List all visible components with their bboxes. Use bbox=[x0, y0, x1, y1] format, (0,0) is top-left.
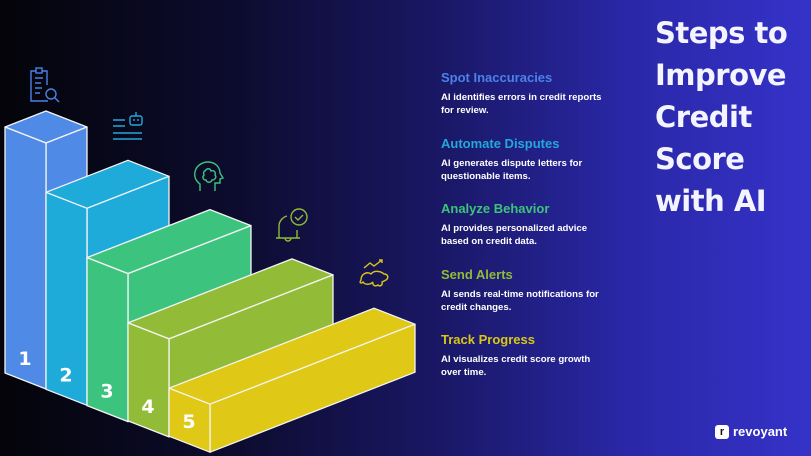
step-number: 5 bbox=[182, 411, 195, 433]
step-block-5: 5 bbox=[168, 307, 416, 453]
clipboard-search-icon bbox=[30, 67, 60, 103]
step-item-1: Spot Inaccuracies AI identifies errors i… bbox=[441, 70, 611, 136]
step-front-face bbox=[127, 322, 170, 438]
title-line: Credit bbox=[655, 100, 752, 134]
step-description: AI visualizes credit score growth over t… bbox=[441, 354, 591, 378]
page-title: Steps to Improve Credit Score with AI bbox=[655, 12, 788, 222]
step-number: 3 bbox=[100, 381, 113, 403]
logo-text: revoyant bbox=[733, 424, 788, 439]
brain-head-icon bbox=[194, 161, 225, 191]
robot-document-icon bbox=[113, 112, 143, 140]
step-title: Automate Disputes bbox=[441, 135, 560, 151]
step-title: Send Alerts bbox=[441, 266, 513, 282]
step-item-3: Analyze Behavior AI provides personalize… bbox=[441, 201, 611, 267]
title-line: Score bbox=[655, 142, 745, 176]
step-number: 2 bbox=[59, 364, 72, 386]
step-number: 4 bbox=[141, 396, 154, 418]
logo-mark-icon: r bbox=[715, 424, 729, 439]
steps-list: Spot Inaccuracies AI identifies errors i… bbox=[441, 70, 611, 398]
step-description: AI generates dispute letters for questio… bbox=[441, 157, 583, 182]
step-title: Track Progress bbox=[441, 332, 535, 347]
step-description: AI identifies errors in credit reports f… bbox=[441, 92, 602, 116]
title-line: Improve bbox=[655, 58, 787, 92]
bell-check-icon bbox=[276, 208, 308, 242]
step-number: 1 bbox=[18, 348, 31, 370]
step-title: Spot Inaccuracies bbox=[441, 70, 553, 85]
staircase-diagram: 1 2 3 4 5 bbox=[4, 67, 416, 453]
step-front-face bbox=[86, 256, 129, 423]
step-description: AI provides personalized advice based on… bbox=[441, 223, 588, 247]
revoyant-logo: r revoyant bbox=[715, 424, 787, 439]
step-title: Analyze Behavior bbox=[441, 201, 550, 216]
title-line: with AI bbox=[655, 184, 767, 218]
step-description: AI sends real-time notifications for cre… bbox=[441, 288, 599, 313]
growth-chart-icon bbox=[359, 259, 389, 287]
step-front-face bbox=[168, 387, 211, 453]
step-item-2: Automate Disputes AI generates dispute l… bbox=[441, 136, 611, 202]
step-item-4: Send Alerts AI sends real-time notificat… bbox=[441, 267, 611, 333]
step-item-5: Track Progress AI visualizes credit scor… bbox=[441, 332, 611, 398]
title-line: Steps to bbox=[655, 16, 788, 50]
